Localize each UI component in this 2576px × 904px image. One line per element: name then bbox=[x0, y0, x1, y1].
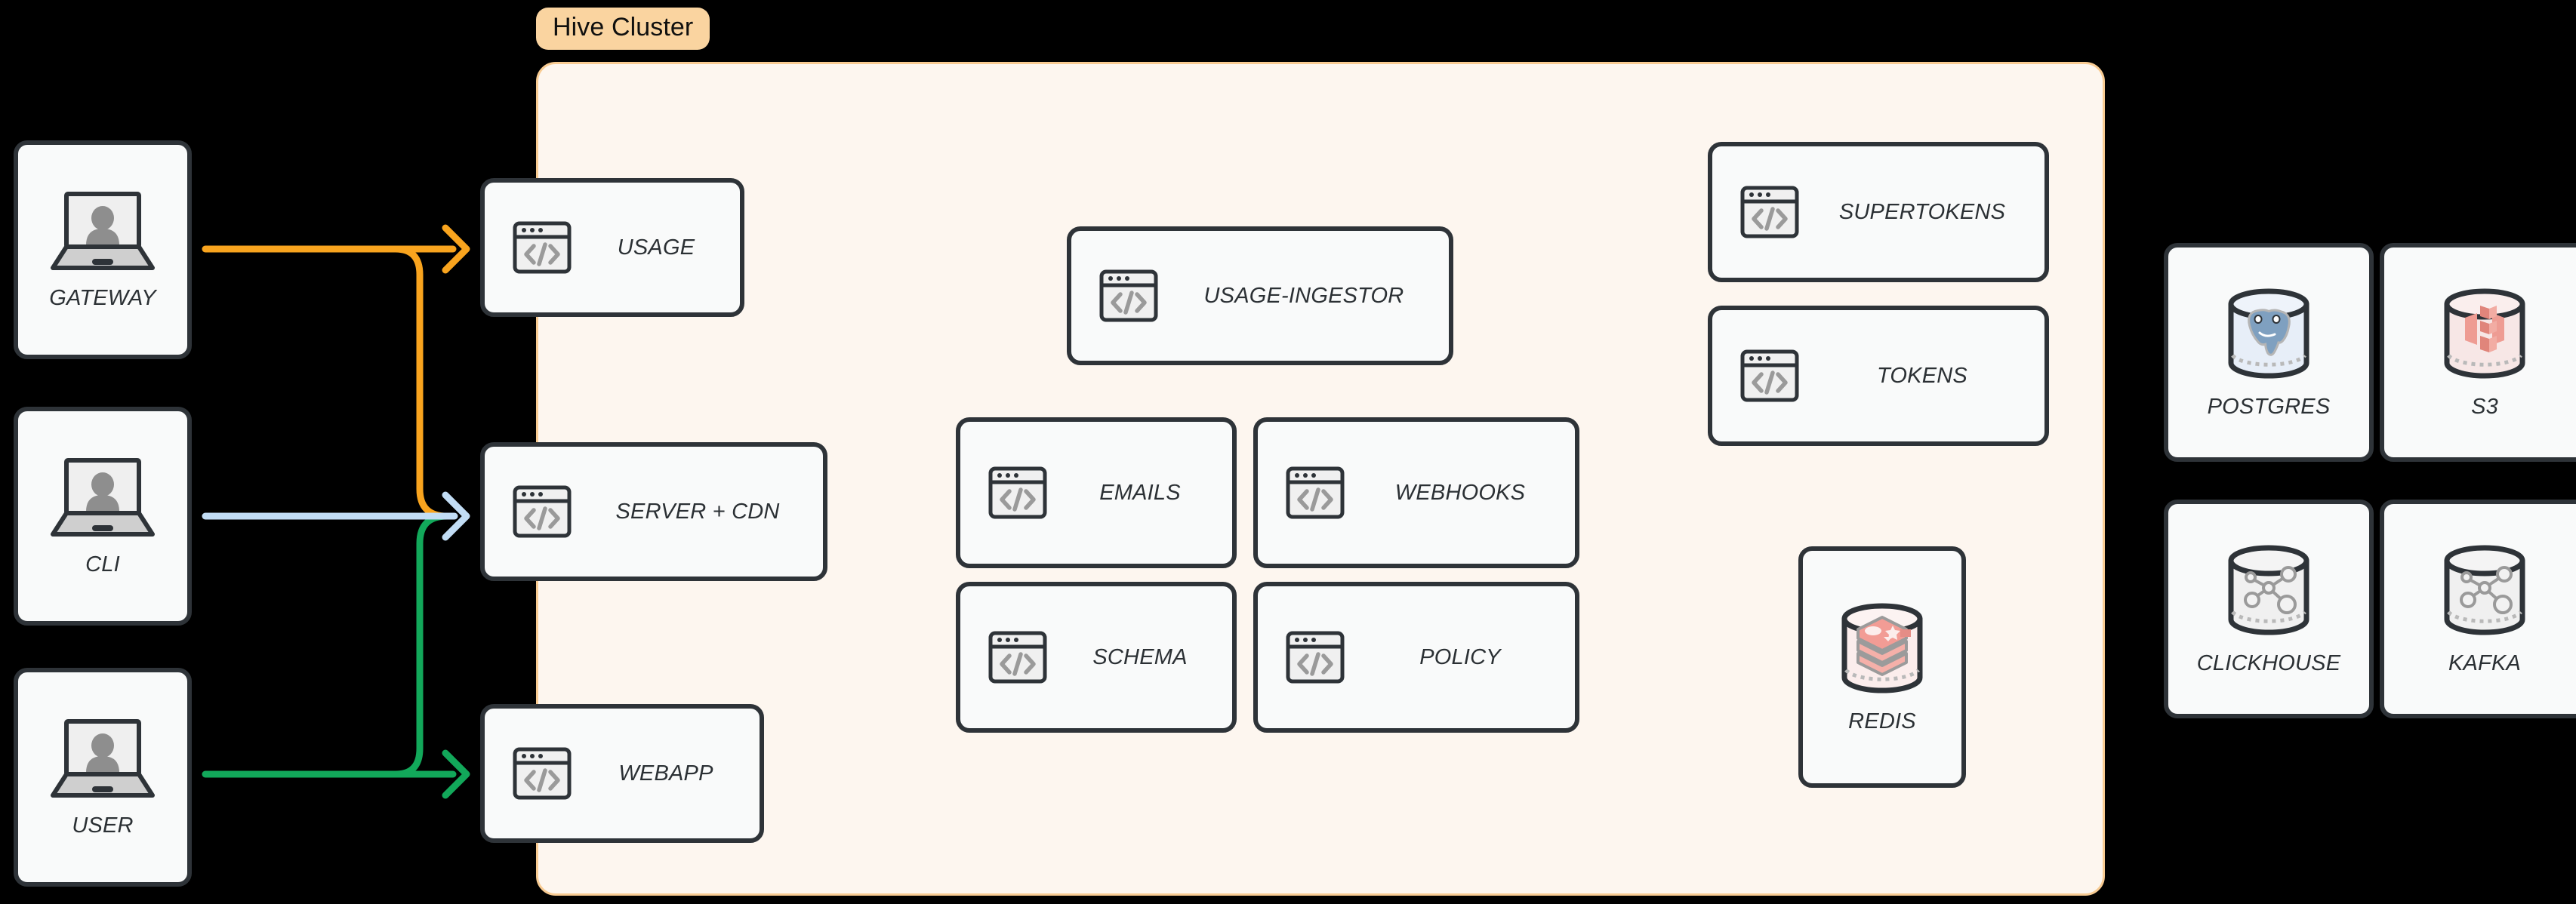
node-label-policy: POLICY bbox=[1419, 644, 1501, 669]
node-label-emails: EMAILS bbox=[1099, 480, 1181, 505]
node-label-gateway: GATEWAY bbox=[49, 285, 156, 310]
node-label-kafka: KAFKA bbox=[2448, 650, 2522, 675]
node-postgres[interactable]: POSTGRES bbox=[2164, 243, 2374, 462]
arrowhead-server-cdn bbox=[442, 491, 470, 541]
edge-gateway-to-server-cdn bbox=[393, 245, 455, 520]
hive-cluster-badge: Hive Cluster bbox=[536, 8, 710, 50]
node-label-schema: SCHEMA bbox=[1092, 644, 1188, 669]
edge-user-to-server-cdn bbox=[392, 512, 455, 778]
postgres-cylinder-icon bbox=[2222, 286, 2316, 383]
node-server-cdn[interactable]: SERVER + CDN bbox=[480, 442, 827, 581]
node-label-webhooks: WEBHOOKS bbox=[1394, 480, 1526, 505]
code-window-icon bbox=[1739, 182, 1800, 242]
code-window-icon bbox=[512, 217, 572, 278]
node-redis[interactable]: REDIS bbox=[1798, 546, 1966, 788]
node-emails[interactable]: EMAILS bbox=[956, 417, 1237, 568]
code-window-icon bbox=[988, 463, 1048, 523]
node-schema[interactable]: SCHEMA bbox=[956, 582, 1237, 733]
node-label-clickhouse: CLICKHOUSE bbox=[2196, 650, 2341, 675]
nodes-cylinder-icon bbox=[2222, 543, 2316, 639]
node-user[interactable]: USER bbox=[14, 668, 192, 887]
node-gateway[interactable]: GATEWAY bbox=[14, 140, 192, 359]
node-label-cli: CLI bbox=[85, 552, 120, 577]
code-window-icon bbox=[988, 627, 1048, 687]
node-label-redis: REDIS bbox=[1848, 709, 1916, 733]
laptop-user-icon bbox=[47, 717, 159, 801]
code-window-icon bbox=[512, 481, 572, 542]
node-usage[interactable]: USAGE bbox=[480, 178, 744, 317]
code-window-icon bbox=[512, 743, 572, 804]
node-policy[interactable]: POLICY bbox=[1253, 582, 1579, 733]
redis-cylinder-icon bbox=[1835, 601, 1929, 697]
nodes-cylinder-icon bbox=[2438, 543, 2531, 639]
node-usage-ingestor[interactable]: USAGE-INGESTOR bbox=[1067, 226, 1453, 365]
node-cli[interactable]: CLI bbox=[14, 407, 192, 626]
node-webapp[interactable]: WEBAPP bbox=[480, 704, 764, 843]
code-window-icon bbox=[1285, 627, 1345, 687]
node-clickhouse[interactable]: CLICKHOUSE bbox=[2164, 500, 2374, 718]
code-window-icon bbox=[1285, 463, 1345, 523]
arrowhead-usage bbox=[442, 224, 470, 274]
s3-cylinder-icon bbox=[2438, 286, 2531, 383]
laptop-user-icon bbox=[47, 189, 159, 274]
laptop-user-icon bbox=[47, 456, 159, 540]
node-label-postgres: POSTGRES bbox=[2207, 394, 2331, 419]
node-label-usage-ingestor: USAGE-INGESTOR bbox=[1203, 283, 1404, 308]
node-label-supertokens: SUPERTOKENS bbox=[1838, 199, 2006, 224]
node-label-server-cdn: SERVER + CDN bbox=[615, 499, 780, 524]
arrowhead-webapp bbox=[442, 749, 470, 799]
node-label-user: USER bbox=[72, 813, 134, 838]
node-tokens[interactable]: TOKENS bbox=[1708, 306, 2049, 446]
node-label-usage: USAGE bbox=[617, 235, 695, 260]
code-window-icon bbox=[1739, 346, 1800, 406]
code-window-icon bbox=[1098, 266, 1159, 326]
node-supertokens[interactable]: SUPERTOKENS bbox=[1708, 142, 2049, 282]
node-label-s3: S3 bbox=[2471, 394, 2498, 419]
node-webhooks[interactable]: WEBHOOKS bbox=[1253, 417, 1579, 568]
node-s3[interactable]: S3 bbox=[2380, 243, 2576, 462]
node-label-webapp: WEBAPP bbox=[618, 761, 713, 786]
node-kafka[interactable]: KAFKA bbox=[2380, 500, 2576, 718]
node-label-tokens: TOKENS bbox=[1877, 363, 1967, 388]
